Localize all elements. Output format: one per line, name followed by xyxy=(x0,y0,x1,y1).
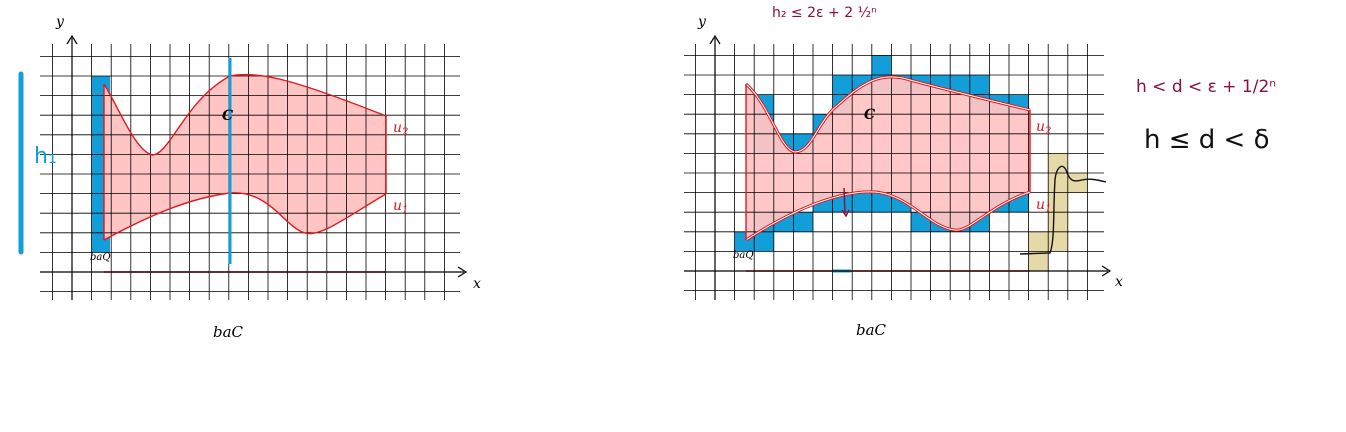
left-x-arrow xyxy=(457,266,468,278)
blue-cell xyxy=(871,55,892,75)
left-corner-label: baQ xyxy=(90,252,111,263)
left-y-arrow xyxy=(66,34,78,45)
blue-cell xyxy=(950,75,970,95)
right-handwritten-inequality-1: h < d < ε + 1/2ⁿ xyxy=(1136,77,1276,97)
left-curve-u2 xyxy=(103,73,387,156)
tan-cell xyxy=(1048,212,1068,232)
blue-cell xyxy=(832,75,853,95)
left-point-c-label: C xyxy=(222,108,233,124)
left-curve-u1 xyxy=(103,192,387,241)
left-x-label: x xyxy=(473,276,481,292)
right-panel: y x C u2 u1 baQ baC h₂ ≤ 2ε + 2 ½ⁿ h < d… xyxy=(684,5,1276,339)
left-panel: h₁ y x C u2 u1 baQ baC xyxy=(18,14,481,341)
right-u1-label: u1 xyxy=(1036,197,1051,215)
tan-cell xyxy=(1028,231,1049,252)
right-y-arrow xyxy=(709,34,721,45)
right-handwritten-step xyxy=(1019,165,1107,255)
left-u2-label: u2 xyxy=(393,120,408,138)
right-curve-u2-inner xyxy=(745,76,1031,153)
blue-cell xyxy=(852,192,872,213)
tan-cell xyxy=(1048,173,1068,193)
right-grid xyxy=(684,44,1104,300)
left-u1-label: u1 xyxy=(393,198,408,216)
tan-cell xyxy=(1048,192,1068,213)
right-u2-label: u2 xyxy=(1036,119,1051,137)
left-y-label: y xyxy=(55,14,65,30)
right-handwritten-inequality-2: h ≤ d < δ xyxy=(1144,125,1270,155)
tan-cell xyxy=(1067,173,1088,193)
blue-cell xyxy=(793,212,813,232)
right-point-c-label: C xyxy=(864,107,875,123)
blue-cell xyxy=(969,75,990,95)
left-region-fill xyxy=(104,74,386,240)
right-region-fill xyxy=(746,76,1030,240)
right-small-tick-annotation xyxy=(841,187,850,218)
right-caption: baC xyxy=(856,321,887,339)
right-handwritten-top: h₂ ≤ 2ε + 2 ½ⁿ xyxy=(772,5,877,21)
tan-cell xyxy=(1028,251,1049,271)
tan-cell xyxy=(1048,153,1068,173)
right-curve-u1-inner xyxy=(745,191,1031,241)
left-caption: baC xyxy=(213,323,244,341)
blue-cell xyxy=(871,192,892,213)
right-x-label: x xyxy=(1115,274,1123,290)
right-y-label: y xyxy=(697,14,707,30)
right-x-arrow xyxy=(1101,265,1112,277)
left-handwritten-h1: h₁ xyxy=(34,144,57,169)
right-corner-label: baQ xyxy=(733,250,754,261)
blue-cell xyxy=(754,231,774,252)
